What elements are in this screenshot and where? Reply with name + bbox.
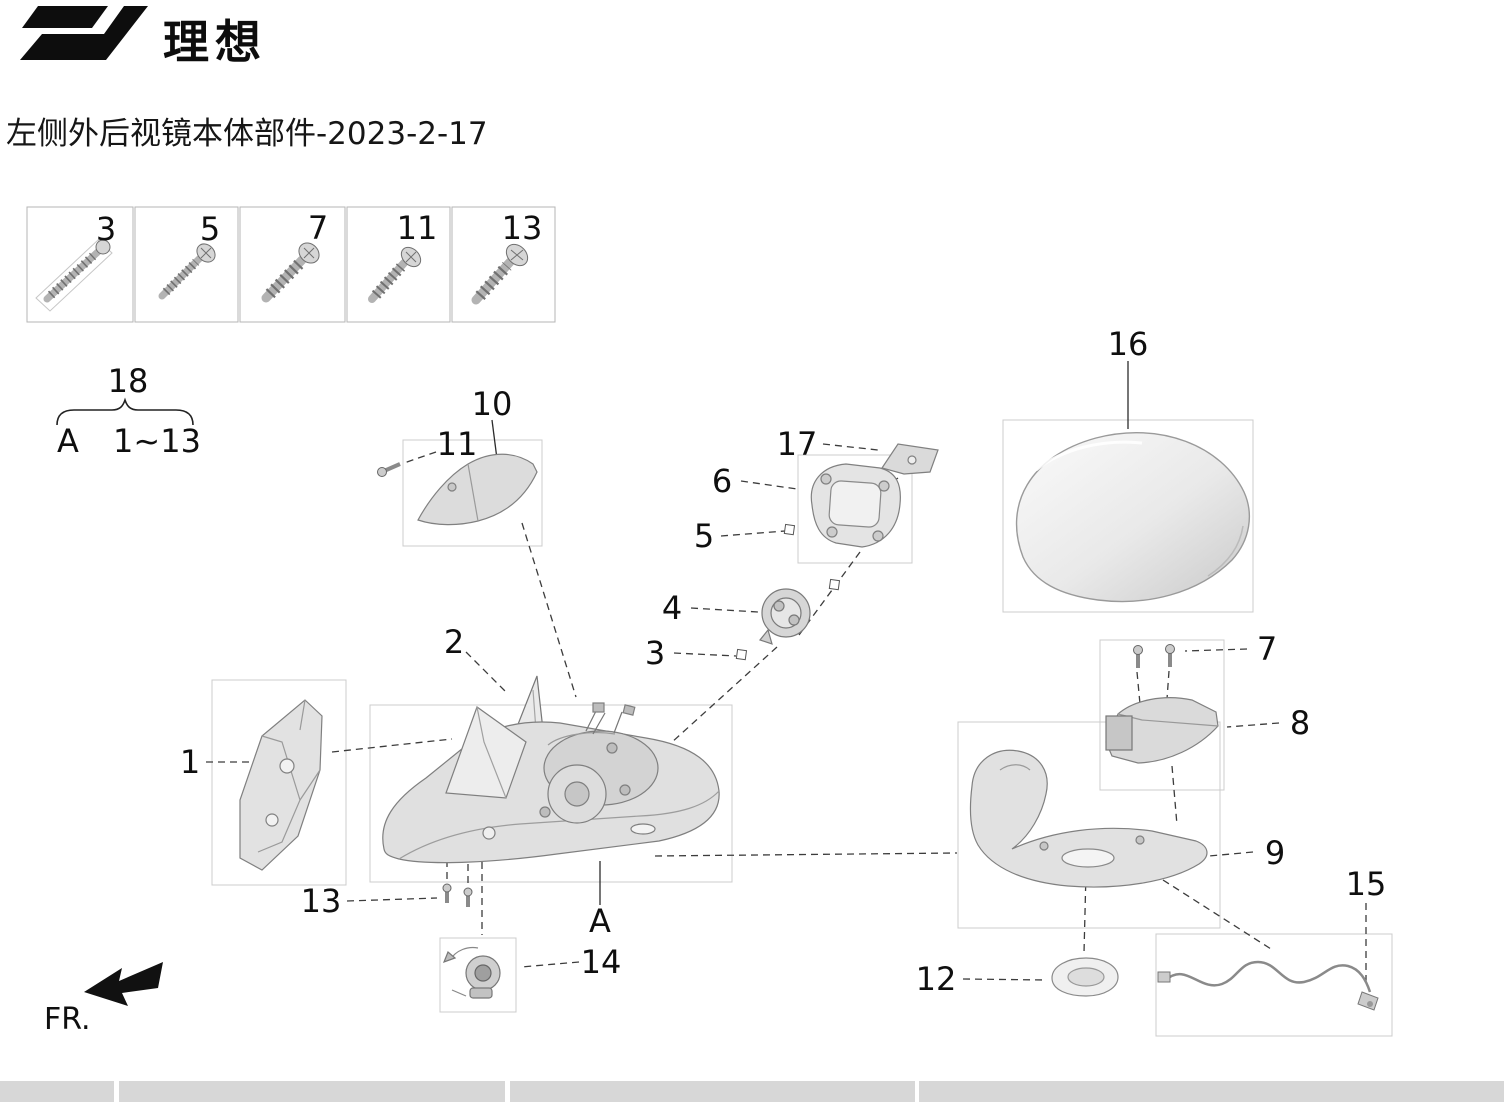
part-4-mirror-actuator <box>758 588 811 645</box>
brand-name: 理想 <box>163 15 267 69</box>
table-strip-3 <box>510 1081 915 1102</box>
part-10-inner-corner-cover <box>417 453 538 526</box>
page-title: 左侧外后视镜本体部件-2023-2-17 <box>6 116 488 152</box>
table-strip-1 <box>0 1081 114 1102</box>
callout-4: 4 <box>661 589 683 627</box>
fastener-label-7: 7 <box>307 209 329 247</box>
callout-14: 14 <box>580 943 622 981</box>
callout-6: 6 <box>711 462 733 500</box>
screw-13-small-icons <box>442 883 473 907</box>
leader-lines-solid <box>491 361 1129 905</box>
callout-9: 9 <box>1264 834 1286 872</box>
callout-17: 17 <box>776 425 818 463</box>
part-12-puddle-lamp <box>1051 957 1119 997</box>
brand-logo-icon <box>20 6 148 60</box>
callout-13: 13 <box>300 882 342 920</box>
callout-11: 11 <box>436 425 478 463</box>
part-15-wiring-harness <box>1157 960 1379 1011</box>
part-14-camera-module <box>442 946 501 999</box>
fastener-label-5: 5 <box>199 210 221 248</box>
callout-1: 1 <box>179 743 201 781</box>
callout-A: A <box>589 902 611 940</box>
long-bolt-icon <box>35 239 113 312</box>
front-direction-label: FR. <box>44 1002 91 1037</box>
part-9-lower-housing <box>969 749 1208 888</box>
fastener-markers <box>735 523 841 661</box>
legend-assembly-letter: A <box>57 422 79 460</box>
screw-11-small-icon <box>377 462 401 477</box>
part-bounding-boxes <box>211 419 1393 1037</box>
legend-group-number: 18 <box>107 362 149 400</box>
callout-15: 15 <box>1345 865 1387 903</box>
callout-16: 16 <box>1107 325 1149 363</box>
callout-2: 2 <box>443 623 465 661</box>
callout-8: 8 <box>1289 704 1311 742</box>
callout-5: 5 <box>693 517 715 555</box>
callout-12: 12 <box>915 960 957 998</box>
part-1-base-bracket <box>239 699 323 871</box>
callout-7: 7 <box>1256 630 1278 668</box>
screw-7-small-icons <box>1133 644 1175 668</box>
pan-head-screw-icon <box>158 243 216 300</box>
table-strip-2 <box>119 1081 505 1102</box>
fastener-label-13: 13 <box>501 209 543 247</box>
countersunk-screw-icon <box>368 246 422 303</box>
part-17-mirror-bracket <box>881 443 939 475</box>
fastener-label-11: 11 <box>396 209 438 247</box>
callout-10: 10 <box>471 385 513 423</box>
fastener-label-3: 3 <box>95 210 117 248</box>
legend-brace <box>56 397 194 426</box>
coarse-thread-screw-icon <box>261 242 320 303</box>
part-6-mirror-backing-plate <box>810 463 901 548</box>
part-8-turn-signal-module <box>1105 697 1219 764</box>
front-direction-arrow-icon <box>84 962 163 1006</box>
callout-3: 3 <box>644 634 666 672</box>
part-A-mirror-base-assembly <box>382 702 720 864</box>
part-16-mirror-cap <box>1015 431 1251 603</box>
legend-range: 1~13 <box>113 422 201 460</box>
countersunk-screw-large-icon <box>471 243 529 305</box>
table-strip-4 <box>919 1081 1504 1102</box>
